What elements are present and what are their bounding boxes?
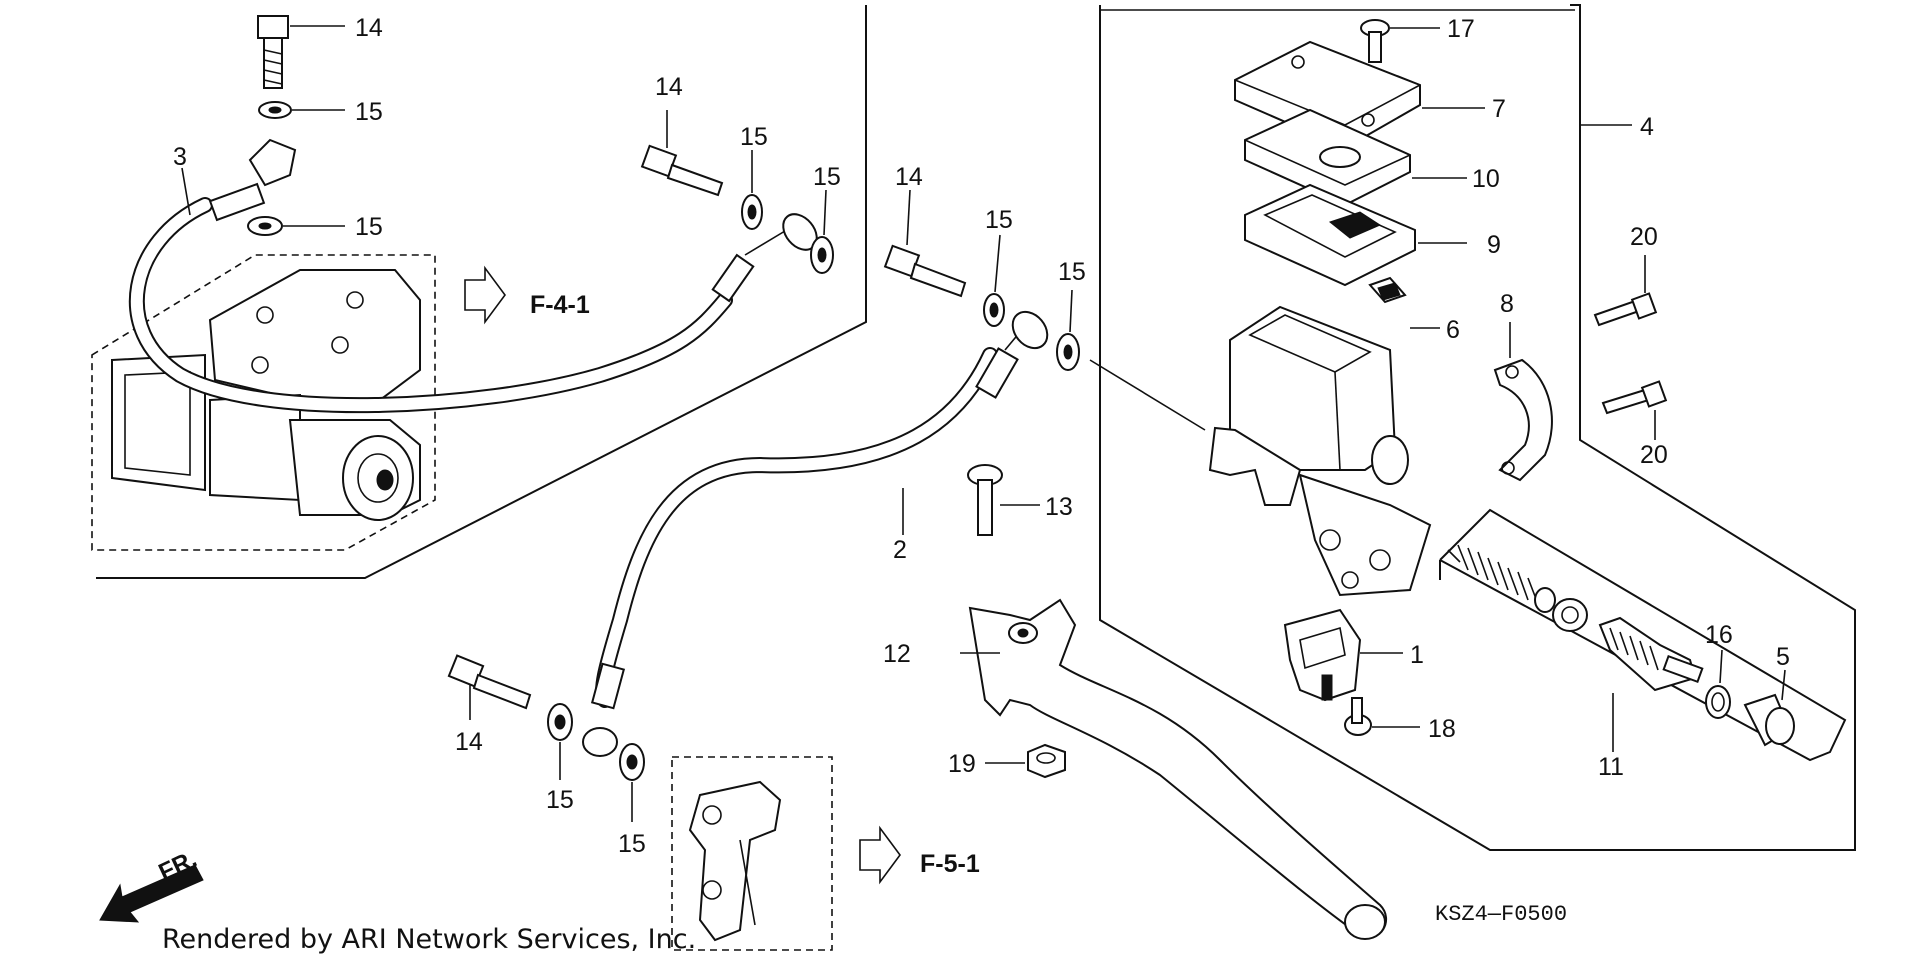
callout-labels: 14 15 3 15 14 15 15 14 15 15 2 13 12 14 … bbox=[173, 14, 1790, 858]
banjo-bolt-14-d bbox=[447, 654, 532, 720]
callout-9: 9 bbox=[1487, 231, 1501, 259]
callout-20-b: 20 bbox=[1640, 441, 1668, 469]
callout-8: 8 bbox=[1500, 290, 1514, 318]
callout-14-d: 14 bbox=[455, 728, 483, 756]
washer-15-b bbox=[247, 216, 345, 236]
reference-f-5-1-label: F-5-1 bbox=[920, 850, 980, 878]
callout-6: 6 bbox=[1446, 316, 1460, 344]
washer-15-h bbox=[619, 743, 645, 822]
callout-1: 1 bbox=[1410, 641, 1424, 669]
nut-19 bbox=[985, 743, 1066, 779]
callout-15-b: 15 bbox=[355, 213, 383, 241]
reference-f-5-1: F-5-1 bbox=[859, 825, 980, 885]
screw-18 bbox=[1344, 697, 1420, 736]
callout-3: 3 bbox=[173, 143, 187, 171]
callout-13: 13 bbox=[1045, 493, 1073, 521]
banjo-bolt-14-c bbox=[883, 189, 967, 298]
float-plate-6 bbox=[1368, 276, 1440, 329]
callout-14-c: 14 bbox=[895, 163, 923, 191]
brake-hose-3 bbox=[128, 138, 818, 414]
callout-5: 5 bbox=[1776, 643, 1790, 671]
callout-7: 7 bbox=[1492, 95, 1506, 123]
callout-15-a: 15 bbox=[355, 98, 383, 126]
bolt-20-b bbox=[1601, 380, 1668, 440]
diaphragm-plate-10 bbox=[1244, 108, 1467, 207]
caliper-region bbox=[671, 756, 833, 951]
render-credit: Rendered by ARI Network Services, Inc. bbox=[162, 924, 696, 955]
bolt-20-a bbox=[1593, 255, 1658, 327]
callout-14-b: 14 bbox=[655, 73, 683, 101]
reference-f-4-1: F-4-1 bbox=[464, 265, 590, 325]
callout-15-h: 15 bbox=[618, 830, 646, 858]
callout-19: 19 bbox=[948, 750, 976, 778]
callout-2: 2 bbox=[893, 536, 907, 564]
diagram-code: KSZ4—F0500 bbox=[1435, 902, 1567, 927]
callout-12: 12 bbox=[883, 640, 911, 668]
screw-17 bbox=[1360, 19, 1440, 63]
washer-15-e bbox=[983, 234, 1005, 327]
pivot-bolt-13 bbox=[967, 464, 1040, 536]
washer-15-g bbox=[547, 703, 573, 780]
callout-16: 16 bbox=[1705, 621, 1733, 649]
callout-15-e: 15 bbox=[985, 206, 1013, 234]
washer-15-f bbox=[1056, 289, 1080, 371]
abs-modulator-region bbox=[91, 5, 867, 579]
callout-15-f: 15 bbox=[1058, 258, 1086, 286]
callout-15-d: 15 bbox=[813, 163, 841, 191]
callout-14-a: 14 bbox=[355, 14, 383, 42]
callout-18: 18 bbox=[1428, 715, 1456, 743]
callout-4: 4 bbox=[1640, 113, 1654, 141]
callout-15-c: 15 bbox=[740, 123, 768, 151]
washer-15-a bbox=[258, 101, 345, 119]
piston-set-11 bbox=[1439, 508, 1847, 762]
washer-15-d bbox=[810, 189, 834, 274]
master-cylinder-assembly-4 bbox=[1099, 4, 1856, 851]
banjo-bolt-14-b bbox=[640, 110, 724, 197]
callout-11: 11 bbox=[1598, 753, 1624, 781]
banjo-bolt-14-top bbox=[257, 15, 345, 89]
brake-hose-2 bbox=[582, 310, 1049, 757]
reference-f-4-1-label: F-4-1 bbox=[530, 291, 590, 319]
callout-17: 17 bbox=[1447, 15, 1475, 43]
washer-15-c bbox=[741, 150, 763, 230]
diaphragm-9 bbox=[1244, 183, 1467, 287]
front-direction-arrow: FR. bbox=[99, 845, 204, 923]
callout-15-g: 15 bbox=[546, 786, 574, 814]
brake-lever-12 bbox=[960, 598, 1387, 940]
callout-20-a: 20 bbox=[1630, 223, 1658, 251]
handlebar-clamp-8 bbox=[1493, 322, 1553, 482]
callout-10: 10 bbox=[1472, 165, 1500, 193]
brake-light-switch-1 bbox=[1283, 608, 1403, 702]
master-cylinder-body bbox=[1089, 305, 1432, 597]
